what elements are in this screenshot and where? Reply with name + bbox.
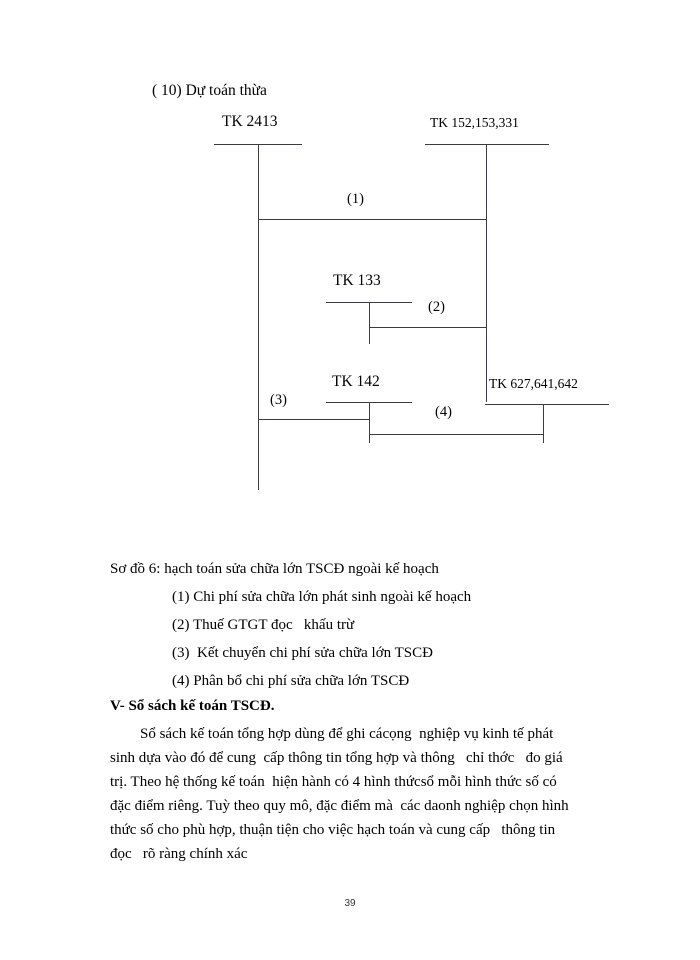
caption-title: Sơ đồ 6: hạch toán sửa chữa lớn TSCĐ ngo… [110,561,439,577]
flow-label-1: (1) [347,191,364,207]
tk627-stem [543,404,544,443]
tk152-top-rule [425,144,549,145]
section-paragraph: Sổ sách kế toán tổng hợp dùng để ghi các… [110,722,584,866]
flow-connector-2 [369,327,487,328]
account-label-tk142: TK 142 [332,373,380,390]
tk133-stem [369,302,370,344]
caption-item-4: (4) Phân bổ chi phí sửa chữa lớn TSCĐ [172,673,410,689]
account-label-tk2413: TK 2413 [222,113,278,130]
flow-label-2: (2) [428,299,445,315]
flow-label-3: (3) [270,392,287,408]
section-heading: V- Sổ sách kế toán TSCĐ. [110,698,275,714]
paragraph-line: đọc rõ ràng chính xác [110,846,248,862]
tk152-stem [486,144,487,402]
flow-connector-4 [369,434,544,435]
caption-item-2: (2) Thuế GTGT đọc khấu trừ [172,617,355,633]
tk2413-stem [258,144,259,490]
t-account-diagram: TK 2413 TK 152,153,331 (1) TK 133 (2) TK… [214,113,609,490]
paragraph-line: trị. Theo hệ thống kế toán hiện hành có … [110,774,557,790]
paragraph-line: sinh dựa vào đó để cung cấp thông tin tổ… [110,750,563,766]
diagram-caption-block: Sơ đồ 6: hạch toán sửa chữa lớn TSCĐ ngo… [0,555,700,695]
tk627-top-rule [485,404,609,405]
flow-connector-1 [258,219,487,220]
account-label-tk627-641-642: TK 627,641,642 [489,376,578,391]
paragraph-line: đặc điểm riêng. Tuỳ theo quy mô, đặc điể… [110,798,569,814]
top-note: ( 10) Dự toán thừa [152,82,267,99]
tk142-stem [369,402,370,443]
paragraph-line: thức số cho phù hợp, thuận tiện cho việc… [110,822,556,838]
caption-item-1: (1) Chi phí sửa chữa lớn phát sinh ngoài… [172,589,472,605]
paragraph-line: Sổ sách kế toán tổng hợp dùng để ghi các… [110,726,554,742]
flow-connector-3 [258,419,370,420]
caption-item-3: (3) Kết chuyển chi phí sửa chữa lớn TSCĐ [172,645,433,661]
page-number: 39 [344,898,356,909]
account-label-tk133: TK 133 [333,272,381,289]
account-label-tk152-153-331: TK 152,153,331 [430,115,519,130]
flow-label-4: (4) [435,404,452,420]
